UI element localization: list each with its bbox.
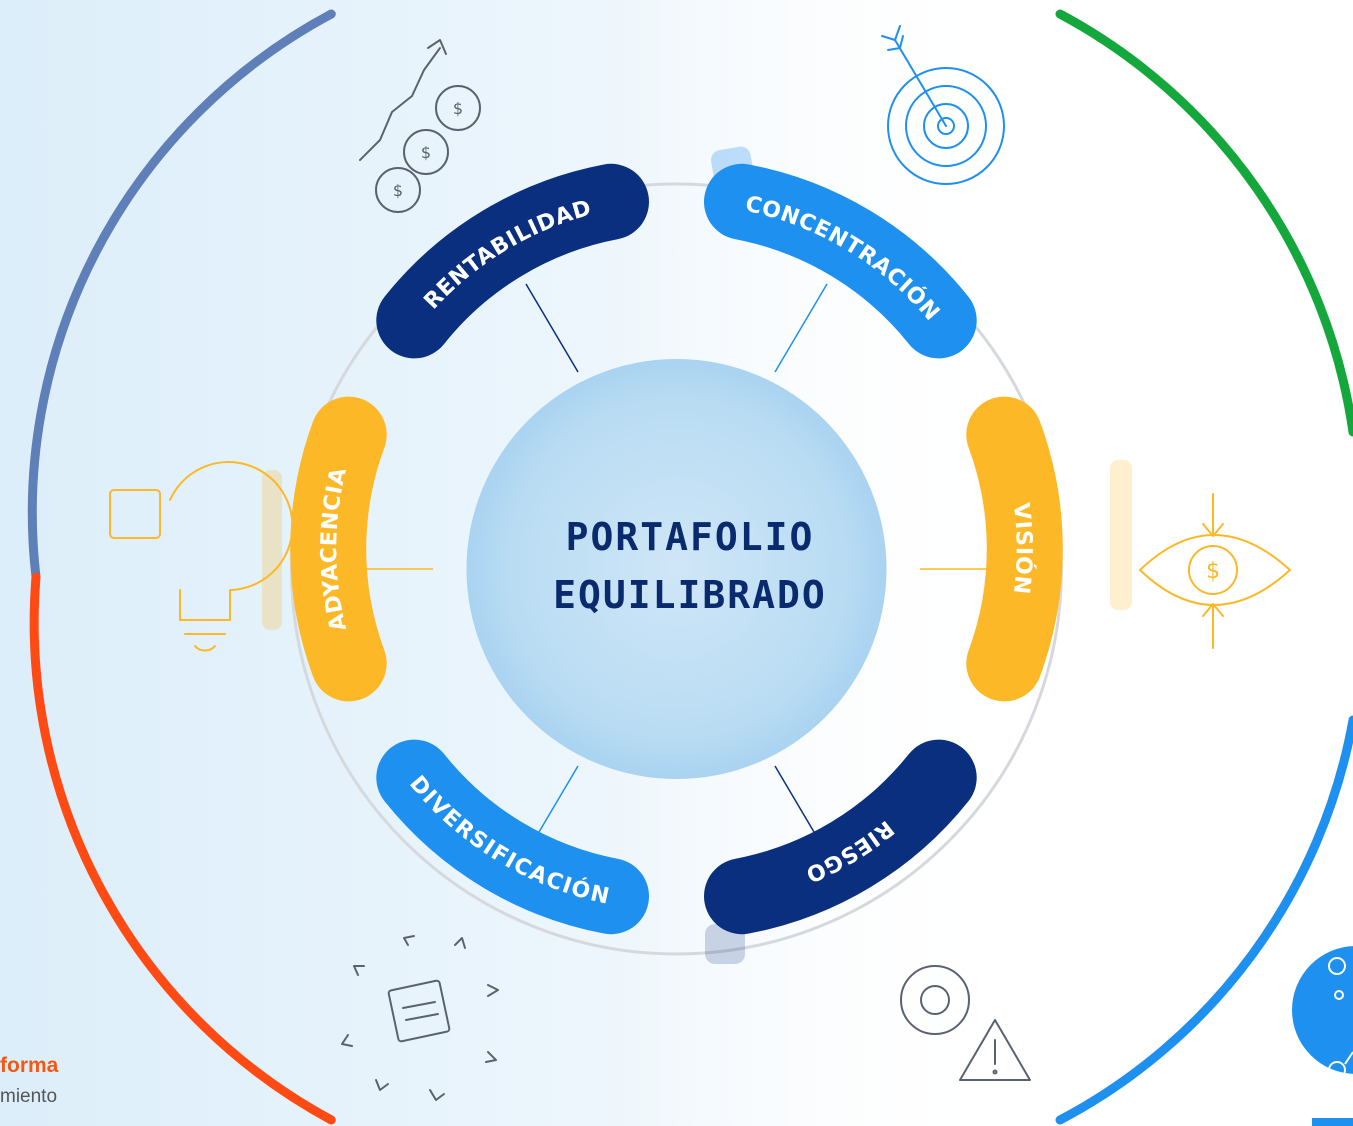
segment-rentabilidad bbox=[376, 163, 649, 359]
label-vision: VISIÓN bbox=[1008, 502, 1037, 597]
gear-warning-icon bbox=[900, 965, 1031, 1081]
box-arrows-icon bbox=[341, 935, 499, 1101]
outer-arc-blue bbox=[1055, 715, 1353, 1125]
outer-arc-slate bbox=[27, 9, 336, 582]
puzzle-bulb-icon bbox=[109, 461, 294, 652]
center-title-line2: EQUILIBRADO bbox=[553, 573, 827, 617]
segment-diversificacion bbox=[376, 739, 649, 935]
corner-badge-icon bbox=[1292, 946, 1353, 1079]
ring-segments bbox=[290, 163, 1063, 935]
svg-text:$: $ bbox=[1206, 559, 1220, 584]
corner-badge-caption-fragment bbox=[1312, 1118, 1353, 1126]
outer-arc-green bbox=[1055, 9, 1353, 437]
segment-riesgo bbox=[704, 739, 977, 935]
eye-dollar-icon: $ bbox=[1139, 493, 1291, 649]
outer-arc-red bbox=[29, 572, 336, 1125]
svg-text:$: $ bbox=[453, 99, 463, 118]
center-title-line1: PORTAFOLIO bbox=[566, 515, 815, 559]
segment-vision bbox=[966, 396, 1063, 702]
coins-growth-icon: $ $ $ bbox=[359, 39, 481, 213]
corner-bold-text: forma bbox=[0, 1054, 59, 1077]
corner-light-text: miento bbox=[0, 1086, 58, 1107]
center-circle bbox=[466, 359, 887, 779]
segment-concentracion bbox=[704, 163, 977, 359]
svg-text:$: $ bbox=[421, 143, 431, 162]
target-icon bbox=[881, 25, 1005, 185]
segment-adyacencia bbox=[290, 396, 387, 702]
svg-text:$: $ bbox=[393, 181, 403, 200]
